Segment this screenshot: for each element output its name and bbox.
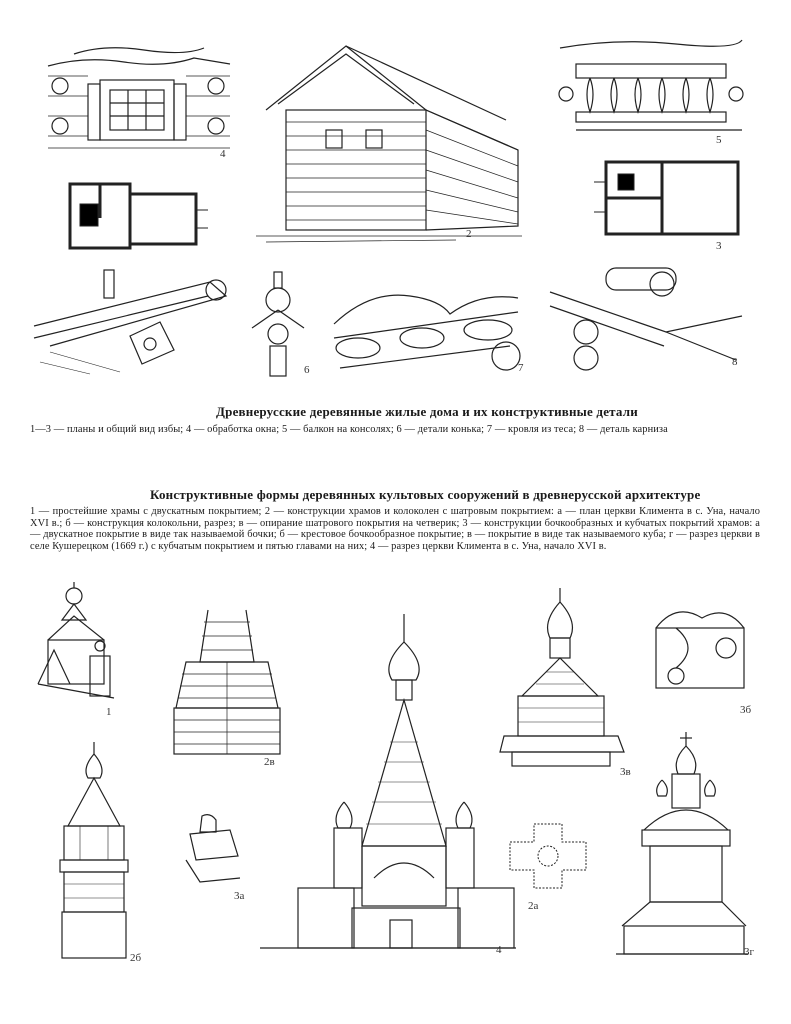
figure-number-church-2b: 2б xyxy=(130,952,142,964)
figure-number-roof: 7 xyxy=(518,362,524,374)
cross-barrel-roof-illustration xyxy=(646,598,750,702)
bell-tower-section-illustration xyxy=(50,740,140,962)
left-house-plan-drawing xyxy=(60,170,210,256)
balcony-on-consoles-illustration xyxy=(556,34,746,138)
figure-number-plan: 3 xyxy=(716,240,722,252)
plank-roof-illustration xyxy=(330,272,524,376)
church-plan-illustration xyxy=(508,822,588,890)
figure-number-house: 2 xyxy=(466,228,472,240)
figure-number-ridge: 6 xyxy=(304,364,310,376)
figure-number-balcony: 5 xyxy=(716,134,722,146)
cube-roof-covering-illustration xyxy=(498,586,628,772)
figure-number-church-3g: 3г xyxy=(744,946,755,958)
figure-number-church-1: 1 xyxy=(106,706,112,718)
figure-number-window: 4 xyxy=(220,148,226,160)
figure-number-church-2v: 2в xyxy=(264,756,275,768)
figure-number-church-3v: 3в xyxy=(620,766,631,778)
figure-number-church-2a: 2а xyxy=(528,900,539,912)
cornice-detail-right-illustration xyxy=(546,262,750,378)
church-gable-roof-illustration xyxy=(34,580,120,720)
section1-caption: 1—3 — планы и общий вид избы; 4 — обрабо… xyxy=(30,424,668,435)
tent-roof-support-illustration xyxy=(168,608,286,762)
kusheretskoe-church-section-illustration xyxy=(614,730,750,958)
section2-caption: 1 — простейшие храмы с двускатным покрыт… xyxy=(30,506,760,552)
barrel-gable-roof-illustration xyxy=(180,812,244,888)
section1-title: Древнерусские деревянные жилые дома и их… xyxy=(216,404,638,419)
figure-number-church-3a: 3а xyxy=(234,890,245,902)
figure-number-church-4: 4 xyxy=(496,944,502,956)
log-house-perspective-illustration xyxy=(256,40,526,246)
cornice-detail-left-illustration xyxy=(30,266,234,378)
window-detail-illustration xyxy=(44,36,232,154)
section2-title: Конструктивные формы деревянных культовы… xyxy=(150,487,701,502)
figure-number-church-3b: 3б xyxy=(740,704,752,716)
church-section-una-illustration xyxy=(258,612,518,956)
ridge-detail-illustration xyxy=(246,270,310,380)
right-house-plan-drawing xyxy=(592,152,752,248)
figure-number-cornice: 8 xyxy=(732,356,738,368)
